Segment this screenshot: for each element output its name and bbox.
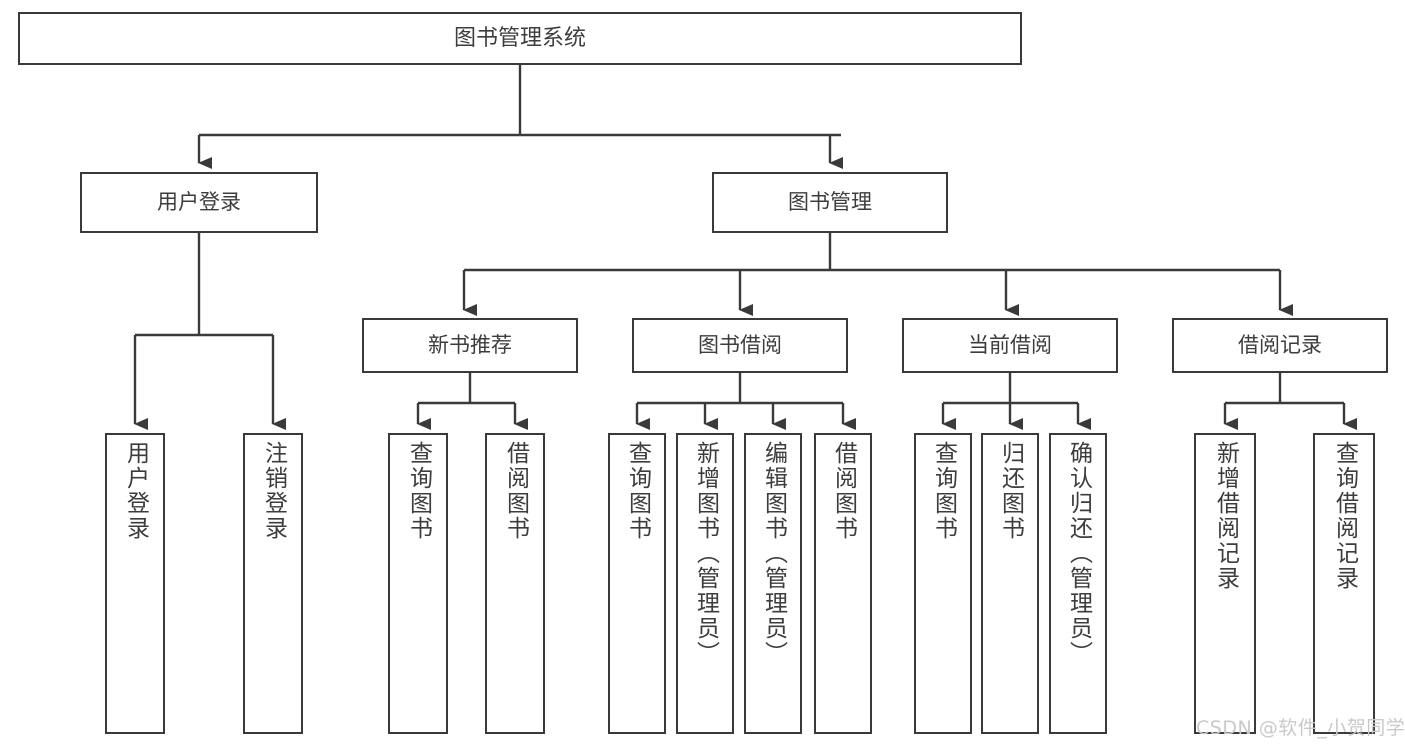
node-book-management[interactable]: 图书管理 — [712, 172, 948, 233]
node-leaf-logout[interactable]: 注销登录 — [243, 433, 303, 734]
node-leaf-edit-book-admin[interactable]: 编辑图书（管理员） — [744, 433, 802, 734]
node-label: 用户登录 — [157, 190, 241, 215]
node-label: 确认归还（管理员） — [1065, 441, 1092, 666]
node-leaf-borrow-book-new[interactable]: 借阅图书 — [485, 433, 545, 734]
node-label: 图书管理系统 — [453, 25, 586, 51]
node-leaf-borrow-book[interactable]: 借阅图书 — [814, 433, 872, 734]
node-current-borrowing[interactable]: 当前借阅 — [902, 318, 1118, 373]
csdn-watermark: CSDN @软件_小贺同学 — [1196, 717, 1405, 739]
node-leaf-query-borrow-record[interactable]: 查询借阅记录 — [1313, 433, 1375, 734]
node-leaf-add-borrow-record[interactable]: 新增借阅记录 — [1194, 433, 1256, 734]
node-root-book-management-system[interactable]: 图书管理系统 — [18, 12, 1022, 65]
node-leaf-query-book-current[interactable]: 查询图书 — [914, 433, 972, 734]
node-leaf-user-login[interactable]: 用户登录 — [105, 433, 165, 734]
node-label: 编辑图书（管理员） — [760, 441, 787, 666]
node-label: 借阅图书 — [830, 441, 857, 541]
node-label: 查询图书 — [624, 441, 651, 541]
node-label: 借阅图书 — [502, 441, 529, 541]
node-label: 图书管理 — [788, 190, 872, 215]
node-label: 注销登录 — [260, 441, 287, 541]
node-leaf-query-book-new[interactable]: 查询图书 — [388, 433, 448, 734]
node-label: 归还图书 — [997, 441, 1024, 541]
node-user-login[interactable]: 用户登录 — [80, 172, 318, 233]
node-leaf-confirm-return-admin[interactable]: 确认归还（管理员） — [1049, 433, 1107, 734]
node-new-book-recommendation[interactable]: 新书推荐 — [362, 318, 578, 373]
node-label: 查询借阅记录 — [1331, 441, 1358, 591]
node-leaf-return-book[interactable]: 归还图书 — [981, 433, 1039, 734]
node-leaf-add-book-admin[interactable]: 新增图书（管理员） — [676, 433, 734, 734]
node-label: 图书借阅 — [698, 333, 782, 358]
node-borrowing-record[interactable]: 借阅记录 — [1172, 318, 1388, 373]
node-leaf-query-book-borrow[interactable]: 查询图书 — [608, 433, 666, 734]
node-label: 新书推荐 — [428, 333, 512, 358]
node-label: 新增图书（管理员） — [692, 441, 719, 666]
node-label: 用户登录 — [122, 441, 149, 541]
node-book-borrowing[interactable]: 图书借阅 — [632, 318, 848, 373]
node-label: 当前借阅 — [968, 333, 1052, 358]
node-label: 新增借阅记录 — [1212, 441, 1239, 591]
node-label: 借阅记录 — [1238, 333, 1322, 358]
node-label: 查询图书 — [930, 441, 957, 541]
node-label: 查询图书 — [405, 441, 432, 541]
